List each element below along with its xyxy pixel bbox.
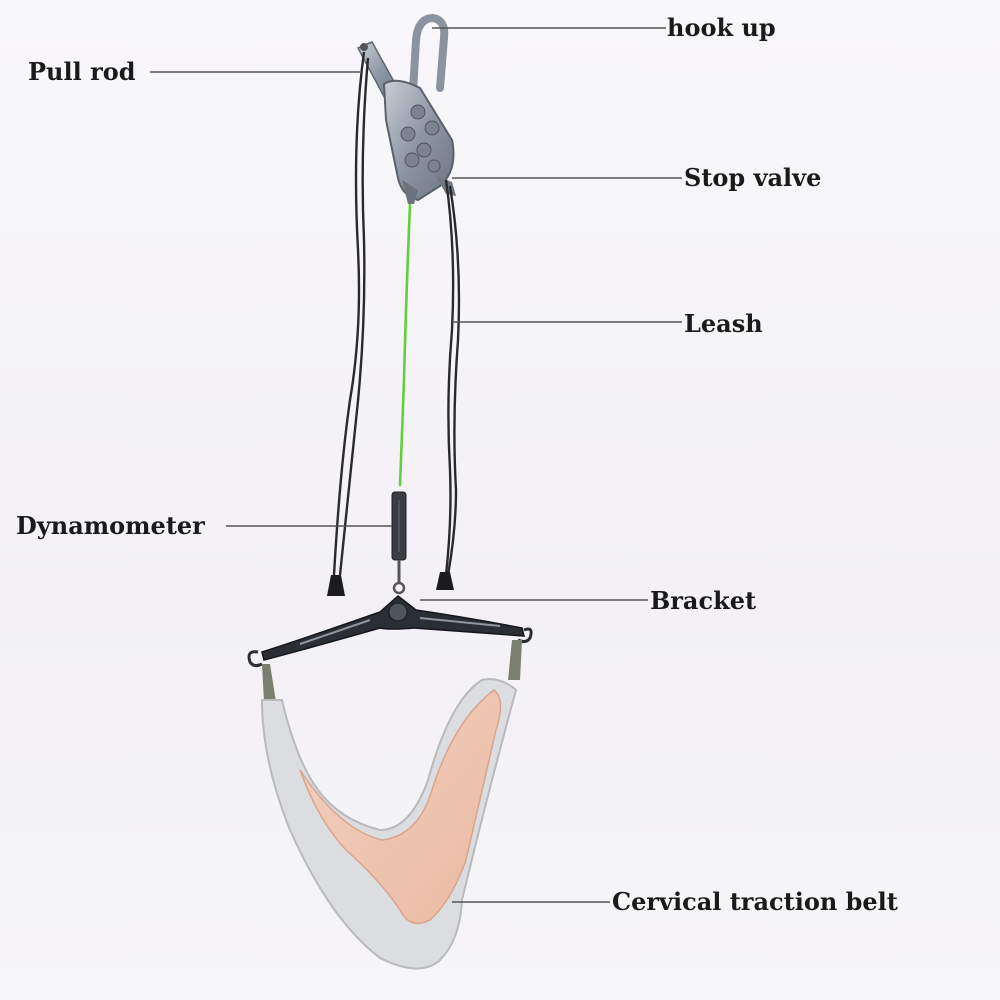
- pulley-block-shape: [382, 79, 455, 204]
- label-pull-rod: Pull rod: [28, 57, 136, 86]
- cervical-belt-shape: [260, 678, 518, 970]
- green-cord: [398, 203, 412, 487]
- dynamometer-shape: [391, 491, 407, 595]
- leash-cords: [332, 51, 461, 576]
- leader-lines: [150, 27, 682, 903]
- bracket-shape: [247, 595, 533, 668]
- label-leash: Leash: [684, 309, 763, 338]
- label-hook-up: hook up: [667, 13, 776, 42]
- cord-toggles: [327, 572, 454, 596]
- label-stop-valve: Stop valve: [684, 163, 822, 192]
- belt-straps: [262, 640, 522, 702]
- label-cervical-traction-belt: Cervical traction belt: [612, 887, 898, 916]
- hook-shape: [408, 13, 449, 112]
- label-dynamometer: Dynamometer: [16, 511, 205, 540]
- label-bracket: Bracket: [650, 586, 757, 615]
